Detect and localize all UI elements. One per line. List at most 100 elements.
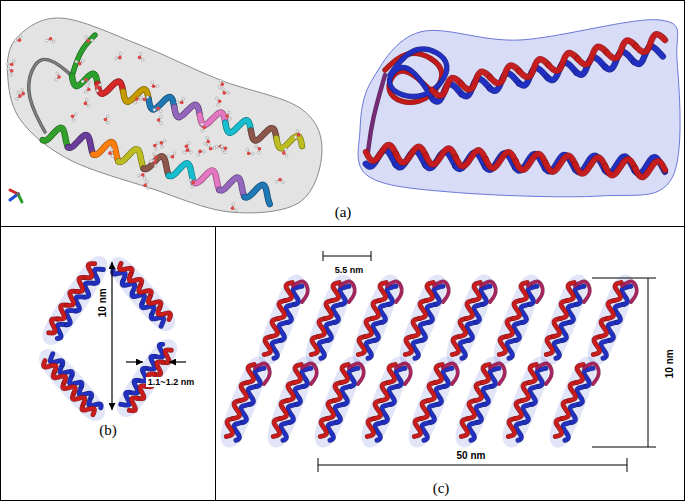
loop-coil	[340, 281, 355, 302]
helix-ribbon-edge	[358, 337, 365, 355]
dimension-label: 10 nm	[663, 348, 675, 381]
helix-ribbon	[278, 301, 285, 319]
surface-shadow	[259, 274, 306, 365]
solvent-molecule	[46, 37, 55, 43]
helix-ribbon-edge	[123, 89, 149, 101]
panel-label: (b)	[97, 422, 119, 439]
helix-ribbon	[476, 404, 485, 422]
oxygen-atom	[171, 155, 175, 159]
hydrogen-atom	[153, 108, 156, 111]
helix-ribbon	[85, 264, 94, 278]
helix-ribbon	[570, 404, 579, 422]
helix-ribbon	[149, 97, 175, 109]
helix-ribbon	[428, 383, 435, 401]
helix-ribbon	[366, 340, 375, 358]
helix-ribbon	[286, 304, 295, 322]
helix-ribbon	[601, 340, 610, 358]
dimension-arrow	[111, 262, 112, 410]
loop-coil	[622, 281, 637, 302]
dimension-tick	[318, 458, 319, 472]
helix-ribbon	[461, 72, 490, 90]
helix-ribbon	[615, 304, 624, 322]
solvent-molecule	[7, 67, 14, 76]
helix-ribbon-edge	[490, 65, 519, 83]
helix-ribbon	[272, 340, 281, 358]
helix-ribbon	[456, 150, 486, 166]
hydrogen-atom	[201, 129, 204, 132]
dimension-line	[318, 465, 627, 466]
hydrogen-atom	[16, 97, 19, 100]
panel-frame: (a)	[0, 0, 685, 227]
helix-ribbon	[98, 81, 124, 93]
oxygen-atom	[231, 206, 235, 210]
protein-model-left	[6, 18, 322, 213]
helix-ribbon	[200, 113, 226, 125]
oxygen-atom	[198, 150, 202, 154]
surface-shadow	[400, 274, 447, 365]
helix-ribbon	[545, 156, 575, 172]
helix-ribbon-edge	[521, 304, 530, 322]
helix-ribbon	[334, 383, 341, 401]
dimension-tick	[592, 278, 656, 279]
helix-ribbon	[311, 337, 318, 355]
hydrogen-atom	[234, 209, 237, 212]
loop-coil	[368, 75, 385, 152]
hydrogen-atom	[285, 154, 288, 157]
helix-ribbon	[240, 383, 247, 401]
helix-ribbon-edge	[271, 319, 278, 337]
solvent-molecule	[197, 150, 206, 157]
helix-ribbon-edge	[335, 404, 344, 422]
helix-ribbon-edge	[372, 301, 379, 319]
hydrogen-atom	[88, 81, 91, 84]
helix-ribbon-edge	[44, 361, 56, 372]
helix-ribbon	[578, 47, 607, 65]
helix-ribbon	[158, 308, 171, 319]
oxygen-atom	[207, 140, 211, 144]
solvent-molecule	[176, 97, 184, 104]
solvent-molecule	[282, 148, 288, 157]
helix-ribbon-edge	[144, 156, 169, 175]
helix-ribbon	[320, 419, 327, 437]
loop-coil-edge	[575, 281, 590, 302]
helix-ribbon-edge	[365, 319, 372, 337]
loop-coil-edge	[349, 363, 364, 384]
helix-ribbon-edge	[334, 383, 341, 401]
dimension-arrow	[169, 361, 186, 362]
surface-shadow	[221, 356, 268, 447]
helix-ribbon-edge	[452, 337, 459, 355]
helix-ribbon	[507, 340, 516, 358]
helix-ribbon-edge	[516, 154, 546, 170]
helix-ribbon	[432, 78, 461, 96]
helix-ribbon	[562, 401, 569, 419]
dimension-arrow	[126, 361, 143, 362]
helix-ribbon	[405, 337, 412, 355]
solvent-molecule	[6, 60, 15, 67]
hydrogen-atom	[218, 86, 221, 89]
hydrogen-atom	[224, 151, 227, 154]
helix-ribbon	[327, 401, 334, 419]
hydrogen-atom	[115, 57, 118, 60]
helix-ribbon	[169, 163, 194, 182]
helix-ribbon	[123, 89, 149, 101]
hydrogen-atom	[188, 142, 191, 145]
helix-ribbon	[382, 404, 391, 422]
helix-ribbon	[68, 135, 93, 154]
loop-coil	[537, 363, 552, 384]
helix-ribbon	[318, 319, 325, 337]
dimension-line	[323, 256, 371, 257]
oxygen-atom	[10, 63, 14, 67]
solvent-molecule	[201, 123, 207, 132]
solvent-molecule	[215, 97, 221, 106]
helix-ribbon-edge	[234, 422, 243, 440]
solvent-molecule	[85, 36, 94, 43]
solvent-molecule	[189, 179, 195, 188]
helix-ribbon-edge	[467, 322, 476, 340]
solvent-molecule	[84, 84, 90, 93]
helix-ribbon	[516, 154, 546, 170]
helix-ribbon-edge	[436, 386, 445, 404]
surface-shadow	[39, 349, 105, 421]
helix-ribbon	[600, 319, 607, 337]
helix-ribbon	[381, 383, 388, 401]
helix-ribbon	[374, 401, 381, 419]
helix-ribbon	[129, 398, 137, 411]
